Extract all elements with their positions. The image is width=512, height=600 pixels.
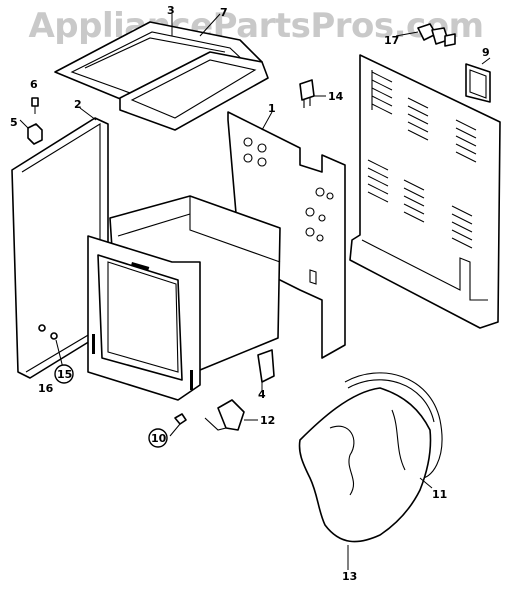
- part-5-clip: [27, 123, 43, 145]
- callout-3: 3: [167, 4, 175, 17]
- callout-2: 2: [74, 98, 82, 111]
- callout-labels: 3 7 17 9 6 2 5 1 14 4 12 16 11 13 15 10: [10, 4, 490, 583]
- callout-6: 6: [30, 78, 38, 91]
- part-4-bracket: [257, 349, 275, 383]
- part-11-gasket: [344, 372, 443, 479]
- callout-13: 13: [342, 570, 357, 583]
- callout-15: 15: [57, 368, 72, 381]
- part-12-hinge: [204, 399, 245, 431]
- part-15-screws: [38, 324, 58, 340]
- part-14-switch: [299, 79, 315, 108]
- part-17-terminal: [417, 23, 456, 47]
- callout-17: 17: [384, 34, 399, 47]
- callout-7: 7: [220, 6, 228, 19]
- callout-14: 14: [328, 90, 344, 103]
- watermark-text: AppliancePartsPros.com: [28, 6, 484, 46]
- callout-10: 10: [151, 432, 167, 445]
- callout-10-circle: [148, 428, 168, 448]
- part-13-insulation: [298, 387, 432, 543]
- back-panel: [349, 54, 501, 329]
- part-3-top-panel-lower: [119, 51, 269, 131]
- callout-4: 4: [258, 388, 266, 401]
- oven-cavity: [87, 195, 281, 401]
- callout-1: 1: [268, 102, 276, 115]
- callout-5: 5: [10, 116, 18, 129]
- part-9-cover: [465, 63, 491, 103]
- callout-16: 16: [38, 382, 54, 395]
- part-10-screw: [174, 413, 187, 425]
- callout-9: 9: [482, 46, 490, 59]
- callout-15-circle: [54, 364, 74, 384]
- callout-12: 12: [260, 414, 275, 427]
- leader-lines: [19, 13, 491, 570]
- part-6-screw: [31, 97, 39, 114]
- back-panel-louvres: [367, 71, 477, 249]
- callout-11: 11: [432, 488, 447, 501]
